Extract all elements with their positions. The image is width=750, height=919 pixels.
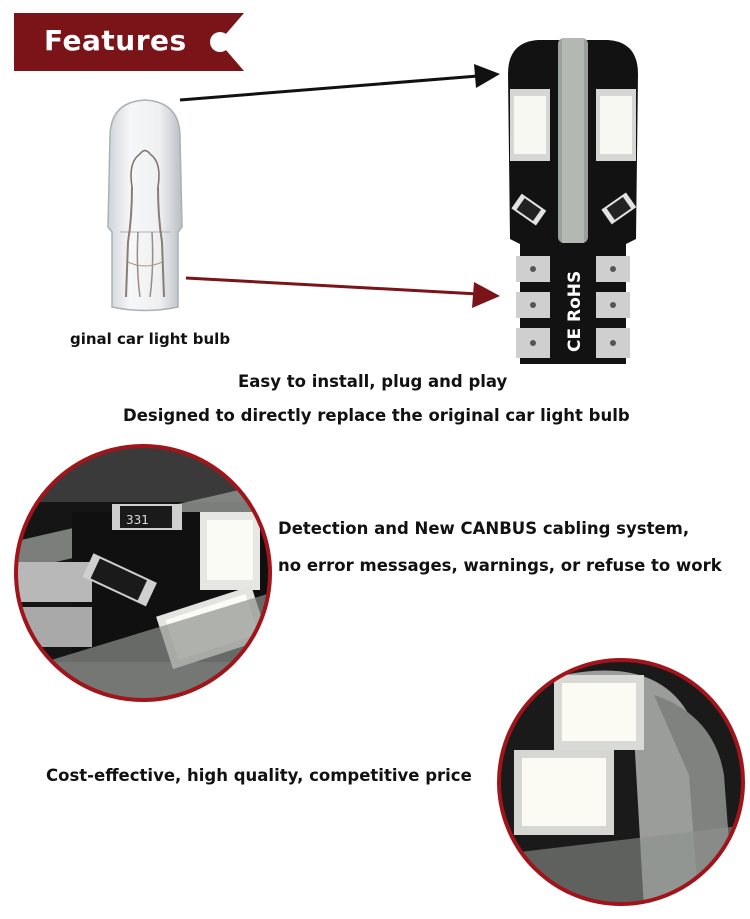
benefit-line-1: Easy to install, plug and play (238, 372, 508, 391)
arrow-top (179, 74, 479, 102)
arrow-top-head (474, 64, 500, 88)
resistor-code: 331 (126, 513, 149, 527)
arrow-bottom (185, 276, 479, 296)
canbus-line-1: Detection and New CANBUS cabling system, (278, 519, 690, 538)
comparison-arrows (179, 64, 500, 308)
canbus-line-2: no error messages, warnings, or refuse t… (278, 556, 722, 575)
led-closeup-image (497, 658, 745, 906)
led-bulb-image: CE RoHS (508, 38, 638, 364)
arrow-bottom-head (472, 282, 500, 308)
original-bulb-image (107, 99, 183, 312)
led-marking: CE RoHS (565, 271, 585, 352)
features-banner (14, 13, 244, 71)
original-bulb-caption: ginal car light bulb (70, 330, 231, 348)
features-title: Features (44, 24, 187, 57)
canbus-closeup-image: 331 (14, 444, 272, 702)
price-line-1: Cost-effective, high quality, competitiv… (46, 766, 472, 785)
benefit-line-2: Designed to directly replace the origina… (123, 406, 630, 425)
